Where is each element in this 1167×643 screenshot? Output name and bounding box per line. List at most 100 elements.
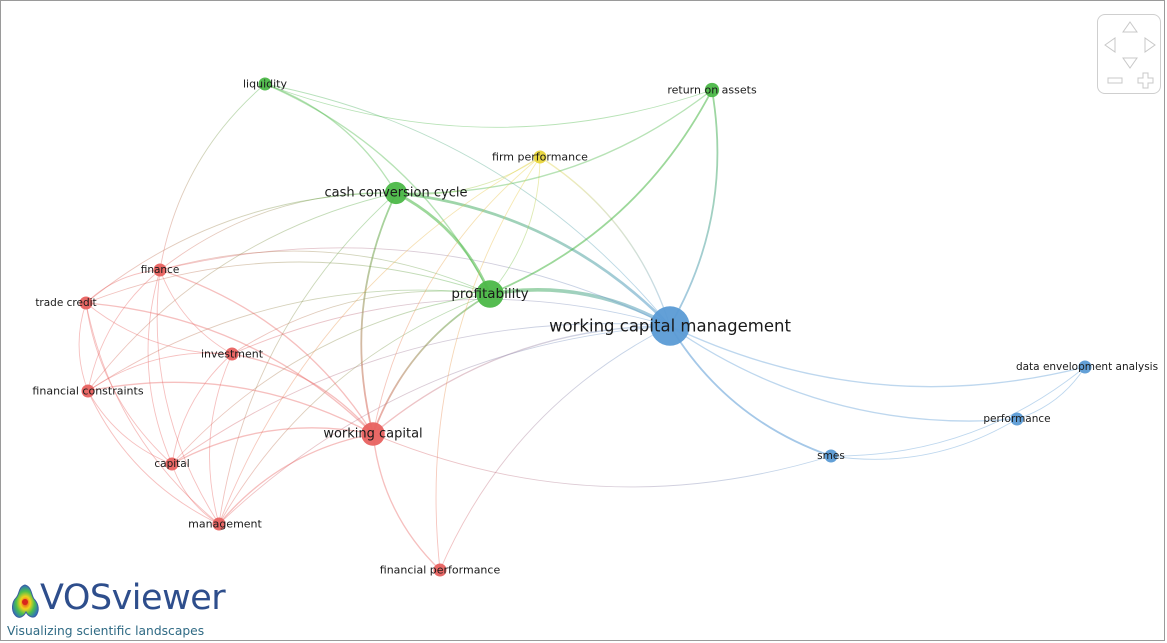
edge-inv-fc bbox=[87, 352, 233, 392]
edge-wc-fin bbox=[159, 269, 374, 435]
node-label-perf[interactable]: performance bbox=[983, 413, 1050, 425]
node-label-roa[interactable]: return on assets bbox=[667, 84, 757, 97]
node-label-mgmt[interactable]: management bbox=[188, 518, 262, 531]
edge-liq-roa bbox=[264, 83, 713, 128]
node-label-wc[interactable]: working capital bbox=[323, 427, 422, 442]
edge-wc-mgmt bbox=[218, 433, 374, 525]
node-label-dea[interactable]: data envelopment analysis bbox=[1016, 361, 1158, 373]
node-label-fin[interactable]: finance bbox=[141, 264, 180, 276]
edge-fp-mgmt bbox=[218, 156, 541, 525]
edge-smes-perf bbox=[830, 418, 1018, 460]
edge-fp-fperf bbox=[435, 156, 541, 571]
node-label-smes[interactable]: smes bbox=[817, 450, 845, 462]
edge-wcm-ccc bbox=[395, 191, 671, 327]
edge-fin-fc bbox=[87, 269, 161, 392]
edge-liq-fin bbox=[159, 83, 266, 271]
edge-tc-mgmt bbox=[85, 302, 220, 525]
node-wc[interactable] bbox=[361, 422, 385, 446]
edge-inv-cap bbox=[171, 353, 233, 465]
edge-wc-tc bbox=[85, 302, 374, 435]
node-mgmt[interactable] bbox=[212, 517, 226, 531]
edge-prof-cap bbox=[171, 293, 491, 465]
edge-prof-liq bbox=[264, 83, 491, 295]
edge-fin-tc bbox=[85, 269, 161, 304]
navigation-control bbox=[1097, 14, 1161, 94]
edge-wcm-mgmt bbox=[218, 325, 671, 525]
node-fin[interactable] bbox=[153, 263, 167, 277]
edge-wcm-inv bbox=[231, 298, 671, 355]
edge-inv-mgmt bbox=[209, 353, 233, 525]
edge-wcm-liq bbox=[264, 83, 671, 327]
node-label-fc[interactable]: financial constraints bbox=[32, 385, 143, 398]
node-dea[interactable] bbox=[1078, 360, 1092, 374]
edge-wcm-smes bbox=[669, 325, 832, 457]
node-label-fperf[interactable]: financial performance bbox=[380, 564, 501, 577]
arrow-left-icon[interactable] bbox=[1104, 37, 1116, 53]
edge-wc-inv bbox=[231, 353, 374, 435]
edge-wcm-wc bbox=[372, 325, 671, 435]
edge-tc-fc bbox=[78, 302, 89, 392]
edge-ccc-wc bbox=[360, 192, 397, 435]
node-fc[interactable] bbox=[81, 384, 95, 398]
arrow-down-icon[interactable] bbox=[1122, 57, 1138, 69]
edge-fc-cap bbox=[87, 390, 173, 465]
edge-wcm-perf bbox=[669, 325, 1018, 422]
edge-prof-mgmt bbox=[218, 293, 491, 525]
edge-prof-fp bbox=[489, 156, 541, 295]
arrow-right-icon[interactable] bbox=[1144, 37, 1156, 53]
node-cap[interactable] bbox=[165, 457, 179, 471]
node-liq[interactable] bbox=[258, 77, 272, 91]
edge-ccc-roa bbox=[395, 89, 713, 194]
node-inv[interactable] bbox=[225, 347, 239, 361]
node-label-fp[interactable]: firm performance bbox=[492, 151, 588, 164]
node-smes[interactable] bbox=[824, 449, 838, 463]
edge-prof-fin bbox=[159, 250, 491, 295]
logo-tagline: Visualizing scientific landscapes bbox=[7, 624, 205, 638]
edge-wc-fperf bbox=[372, 433, 441, 571]
zoom-out-icon[interactable] bbox=[1107, 77, 1123, 84]
edge-prof-tc bbox=[85, 261, 491, 304]
node-label-inv[interactable]: investment bbox=[201, 348, 264, 361]
node-label-tc[interactable]: trade credit bbox=[35, 297, 96, 309]
node-ccc[interactable] bbox=[384, 181, 408, 205]
edge-perf-dea bbox=[1016, 366, 1086, 420]
edge-wcm-prof bbox=[489, 288, 671, 328]
vosviewer-logo-icon bbox=[12, 584, 39, 618]
node-wcm[interactable] bbox=[650, 306, 690, 346]
edge-wc-smes bbox=[372, 433, 832, 488]
edge-wcm-roa bbox=[669, 89, 719, 327]
node-fp[interactable] bbox=[533, 150, 547, 164]
edge-ccc-mgmt bbox=[218, 192, 397, 525]
edge-ccc-fp bbox=[395, 156, 541, 195]
edge-wcm-dea bbox=[669, 325, 1086, 388]
node-label-wcm[interactable]: working capital management bbox=[549, 317, 791, 336]
arrow-up-icon[interactable] bbox=[1122, 21, 1138, 33]
node-fperf[interactable] bbox=[433, 563, 447, 577]
node-perf[interactable] bbox=[1010, 412, 1024, 426]
edge-wcm-fperf bbox=[439, 325, 671, 571]
edge-wc-cap bbox=[171, 427, 374, 465]
edge-ccc-tc bbox=[85, 192, 397, 304]
edge-prof-wc bbox=[372, 293, 491, 435]
edge-fin-cap bbox=[147, 269, 173, 465]
zoom-in-icon[interactable] bbox=[1137, 72, 1154, 89]
edge-fin-mgmt bbox=[156, 269, 220, 525]
edge-smes-dea bbox=[830, 366, 1086, 457]
vosviewer-logo: VOSviewer Visualizing scientific landsca… bbox=[6, 578, 238, 640]
edge-prof-roa bbox=[489, 89, 713, 295]
node-tc[interactable] bbox=[79, 296, 93, 310]
edge-prof-ccc bbox=[395, 191, 492, 295]
edge-cap-mgmt bbox=[171, 463, 220, 525]
node-label-ccc[interactable]: cash conversion cycle bbox=[325, 186, 468, 201]
edge-wcm-fin bbox=[159, 247, 671, 327]
node-label-cap[interactable]: capital bbox=[154, 458, 189, 470]
node-label-liq[interactable]: liquidity bbox=[243, 78, 287, 91]
labels-layer: working capital management profitability c… bbox=[32, 78, 1158, 577]
edge-fp-wc bbox=[372, 156, 541, 435]
node-label-prof[interactable]: profitability bbox=[451, 286, 528, 302]
edge-wcm-fp bbox=[539, 156, 671, 327]
node-prof[interactable] bbox=[476, 280, 504, 308]
node-roa[interactable] bbox=[704, 82, 720, 98]
